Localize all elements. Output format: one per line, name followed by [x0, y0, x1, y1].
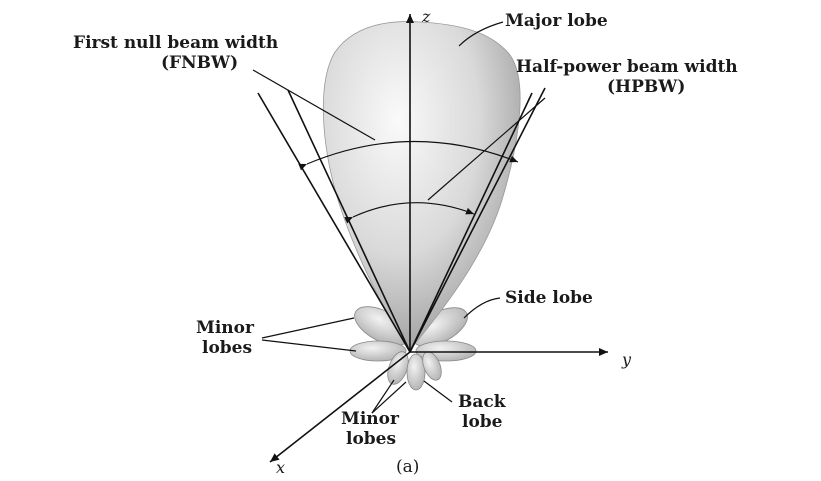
minor-lobes-bottom-label-line1: Minor — [341, 409, 400, 429]
x-axis — [269, 351, 411, 463]
major-lobe-label: Major lobe — [505, 11, 608, 31]
hpbw-label-line1: Half-power beam width — [516, 57, 738, 77]
back-lobe — [406, 353, 426, 391]
minor-lobes-bottom-label-line2: lobes — [346, 429, 396, 449]
back-lobe-label-line1: Back — [458, 392, 507, 412]
fnbw-label-line2: (FNBW) — [161, 53, 238, 73]
side-lobe-label: Side lobe — [505, 288, 593, 308]
leader-lines — [252, 21, 546, 414]
minor-lobe-left-lower — [349, 340, 407, 362]
major-lobe — [322, 21, 521, 351]
hpbw-label-line2: (HPBW) — [607, 77, 685, 97]
hpbw-arc — [344, 202, 475, 224]
fnbw-lines — [257, 87, 546, 353]
back-lobe-label-line2: lobe — [462, 412, 503, 432]
x-axis-label: x — [276, 458, 285, 477]
fnbw-label-line1: First null beam width — [73, 33, 278, 53]
fnbw-arc — [298, 140, 519, 171]
minor-lobes-left-label-line2: lobes — [202, 338, 252, 358]
minor-lobes-left-label-line1: Minor — [196, 318, 255, 338]
figure-caption: (a) — [396, 457, 419, 477]
minor-lobe-bottom-left — [387, 351, 409, 385]
y-axis-label: y — [621, 350, 632, 369]
z-axis-label: z — [421, 7, 431, 26]
minor-lobes-group — [349, 306, 477, 391]
